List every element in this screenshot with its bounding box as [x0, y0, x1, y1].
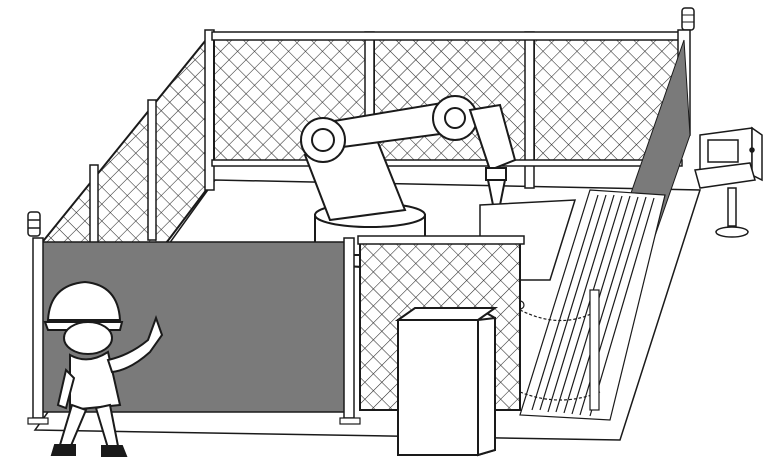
operator-panel-icon	[694, 126, 763, 238]
signal-tower-left	[27, 211, 41, 237]
control-cabinet-icon	[394, 306, 499, 457]
conveyor-icon	[515, 189, 666, 421]
worker-icon	[43, 280, 164, 457]
